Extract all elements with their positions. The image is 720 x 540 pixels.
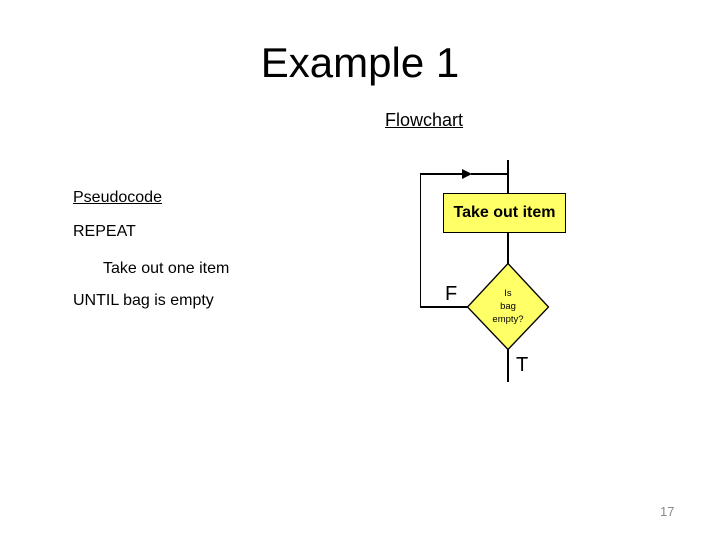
decision-exit-line [507,349,509,382]
loop-left-line [419,172,422,308]
pseudocode-line-take-out: Take out one item [103,260,230,277]
loop-bottom-line [419,306,469,308]
process-label: Take out item [453,204,556,221]
loop-top-thin-line [471,173,508,175]
pseudocode-line-repeat: REPEAT [73,223,136,240]
pseudocode-line-until: UNTIL bag is empty [73,292,214,309]
true-branch-label: T [516,354,529,376]
entry-stub-line [507,160,509,194]
flowchart-heading: Flowchart [385,110,464,130]
false-branch-label: F [445,283,458,305]
slide-title: Example 1 [260,39,460,86]
process-to-decision-line [507,233,509,264]
loop-top-arrow-line [420,172,463,176]
pseudocode-heading: Pseudocode [73,189,162,206]
page-number: 17 [660,504,675,519]
process-box: Take out item [443,193,566,233]
decision-label: Is bag empty? [492,288,524,325]
arrow-right-icon [462,168,472,179]
